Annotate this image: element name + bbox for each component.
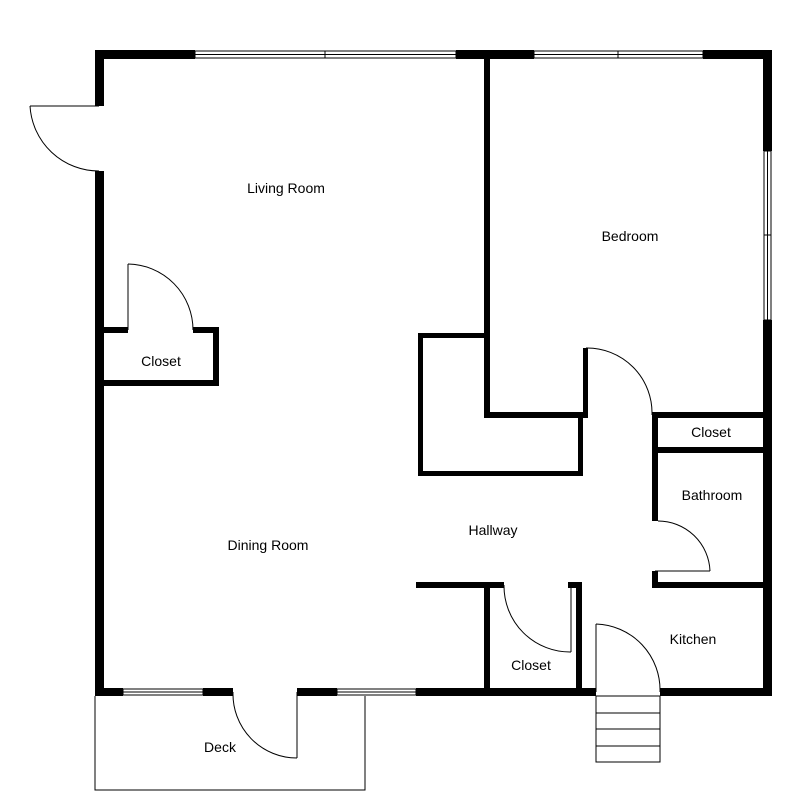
label-living-room: Living Room <box>247 180 325 196</box>
wall-bottom-4 <box>416 688 596 696</box>
closet-bedroom-walls <box>652 414 772 454</box>
exterior-walls <box>95 50 772 696</box>
window-bedroom-right <box>763 150 772 321</box>
closet-living-door <box>127 263 194 331</box>
wall-right-top <box>763 50 772 151</box>
wall-bottom-1 <box>95 688 123 696</box>
wall-living-bedroom <box>484 58 490 418</box>
window-living-top <box>194 50 457 59</box>
fireplace-block <box>418 333 583 476</box>
wall-bottom-5 <box>660 688 772 696</box>
wall-hall-closet-left <box>484 588 490 688</box>
closet-living-walls <box>104 327 219 386</box>
wall-right-main <box>763 320 772 696</box>
wall-bedroom-bottom-left <box>484 412 588 418</box>
closet-hall-door <box>503 584 572 653</box>
label-closet-living: Closet <box>141 353 181 369</box>
kitchen-door <box>595 623 661 693</box>
windows <box>122 50 772 696</box>
label-dining-room: Dining Room <box>228 537 309 553</box>
kitchen-steps <box>595 695 661 763</box>
bathroom-door <box>655 520 711 572</box>
label-bedroom: Bedroom <box>602 228 659 244</box>
wall-left-top <box>95 50 104 106</box>
label-bathroom: Bathroom <box>682 487 743 503</box>
wall-hall-stub <box>568 582 582 588</box>
deck-outline <box>94 696 366 791</box>
interior-walls <box>104 58 772 688</box>
label-deck: Deck <box>204 739 237 755</box>
wall-hall-horizontal <box>416 582 504 588</box>
label-closet-bedroom: Closet <box>691 424 731 440</box>
wall-top-left <box>95 50 195 59</box>
wall-bottom-2 <box>203 688 233 696</box>
wall-top-right <box>703 50 772 59</box>
doors <box>29 105 711 759</box>
wall-hall-closet-right <box>576 582 582 688</box>
room-labels: Living Room Bedroom Closet Closet Bathro… <box>141 180 742 755</box>
wall-bottom-3 <box>297 688 337 696</box>
window-dining-bottom-right <box>336 688 417 696</box>
deck-door <box>232 691 298 759</box>
label-closet-hall: Closet <box>511 657 551 673</box>
bedroom-door <box>585 347 653 416</box>
bathroom-walls <box>652 453 772 588</box>
label-hallway: Hallway <box>468 522 517 538</box>
label-kitchen: Kitchen <box>670 631 717 647</box>
wall-top-mid <box>456 50 534 59</box>
entry-door <box>29 105 100 172</box>
window-bedroom-top <box>533 50 704 59</box>
window-dining-bottom-left <box>122 688 204 696</box>
wall-left-main <box>95 171 104 696</box>
